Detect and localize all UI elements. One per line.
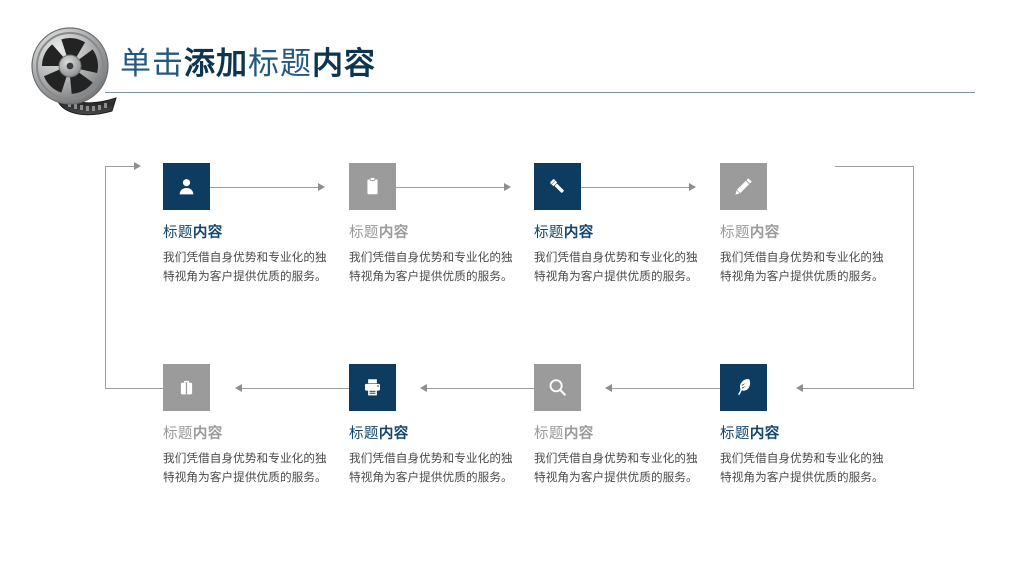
process-node-bottom-3-title: 标题内容 [534,425,594,443]
feather-icon-box[interactable] [720,364,767,411]
node-title-prefix: 标题 [163,426,193,442]
connector-bottom-3-2 [427,388,535,389]
process-node-top-2-body: 我们凭借自身优势和专业化的独特视角为客户提供优质的服务。 [349,251,513,283]
printer-icon [364,379,381,396]
briefcase-icon-box[interactable] [163,364,210,411]
node-title-prefix: 标题 [720,426,750,442]
connector-bottom-4-3 [612,388,720,389]
connector-bottom-3-2-arrowhead [420,384,427,392]
page-title-part-4: 内容 [312,46,376,81]
process-node-bottom-3-body: 我们凭借自身优势和专业化的独特视角为客户提供优质的服务。 [534,452,698,484]
connector-top-2-3-arrowhead [504,183,511,191]
node-title-prefix: 标题 [720,225,750,241]
process-diagram: 标题内容 我们凭借自身优势和专业化的独特视角为客户提供优质的服务。 标题内容 我… [0,120,1024,576]
connector-top-3-4-arrowhead [689,183,696,191]
process-node-bottom-4-title: 标题内容 [720,425,780,443]
connector-bottom-2-1-arrowhead [235,384,242,392]
process-node-bottom-2-body: 我们凭借自身优势和专业化的独特视角为客户提供优质的服务。 [349,452,513,484]
node-title-prefix: 标题 [534,225,564,241]
search-icon [549,379,566,396]
film-reel-icon [26,22,122,126]
node-title-prefix: 标题 [349,225,379,241]
loop-left-vertical-segment [105,166,106,389]
connector-top-1-2-arrowhead [318,183,325,191]
process-node-bottom-4-body: 我们凭借自身优势和专业化的独特视角为客户提供优质的服务。 [720,452,884,484]
page-title: 单击添加标题内容 [120,44,376,84]
header-divider [105,92,975,93]
connector-bottom-4-3-arrowhead [605,384,612,392]
search-icon-box[interactable] [534,364,581,411]
node-title-suffix: 内容 [192,225,223,241]
page-title-part-3: 标题 [248,46,312,81]
slide-header: 单击添加标题内容 [0,0,1024,120]
node-title-suffix: 内容 [749,225,780,241]
printer-icon-box[interactable] [349,364,396,411]
process-node-top-1-body: 我们凭借自身优势和专业化的独特视角为客户提供优质的服务。 [163,251,327,283]
node-title-prefix: 标题 [349,426,379,442]
node-title-suffix: 内容 [563,426,594,442]
process-node-top-4-body: 我们凭借自身优势和专业化的独特视角为客户提供优质的服务。 [720,251,884,283]
feather-icon [738,379,751,396]
node-title-suffix: 内容 [563,225,594,241]
process-node-bottom-1-title: 标题内容 [163,425,223,443]
loop-right-arrowhead [796,384,803,392]
pencil-icon [735,178,752,195]
pencil-icon-box[interactable] [720,163,767,210]
loop-right-vertical-segment [913,166,914,389]
clipboard-icon-box[interactable] [349,163,396,210]
loop-left-arrowhead [134,162,141,170]
process-node-top-1-title: 标题内容 [163,224,223,242]
node-title-suffix: 内容 [378,225,409,241]
person-icon [179,179,194,195]
loop-right-bottom-segment [803,388,913,389]
node-title-suffix: 内容 [749,426,780,442]
connector-bottom-2-1 [242,388,350,389]
process-node-top-3-body: 我们凭借自身优势和专业化的独特视角为客户提供优质的服务。 [534,251,698,283]
process-node-top-4-title: 标题内容 [720,224,780,242]
process-node-bottom-1-body: 我们凭借自身优势和专业化的独特视角为客户提供优质的服务。 [163,452,327,484]
node-title-prefix: 标题 [534,426,564,442]
connector-top-3-4 [581,187,689,188]
flashlight-icon [550,179,564,193]
connector-top-2-3 [396,187,504,188]
person-icon-box[interactable] [163,163,210,210]
loop-left-top-segment [105,166,135,167]
page-title-part-1: 单击 [120,46,184,81]
clipboard-icon [367,176,378,195]
node-title-prefix: 标题 [163,225,193,241]
briefcase-icon [180,380,193,395]
page-title-part-2: 添加 [184,46,248,81]
node-title-suffix: 内容 [378,426,409,442]
loop-left-bottom-segment [105,388,163,389]
flashlight-icon-box[interactable] [534,163,581,210]
connector-top-1-2 [210,187,318,188]
process-node-top-2-title: 标题内容 [349,224,409,242]
node-title-suffix: 内容 [192,426,223,442]
process-node-bottom-2-title: 标题内容 [349,425,409,443]
loop-right-top-segment [835,166,913,167]
process-node-top-3-title: 标题内容 [534,224,594,242]
